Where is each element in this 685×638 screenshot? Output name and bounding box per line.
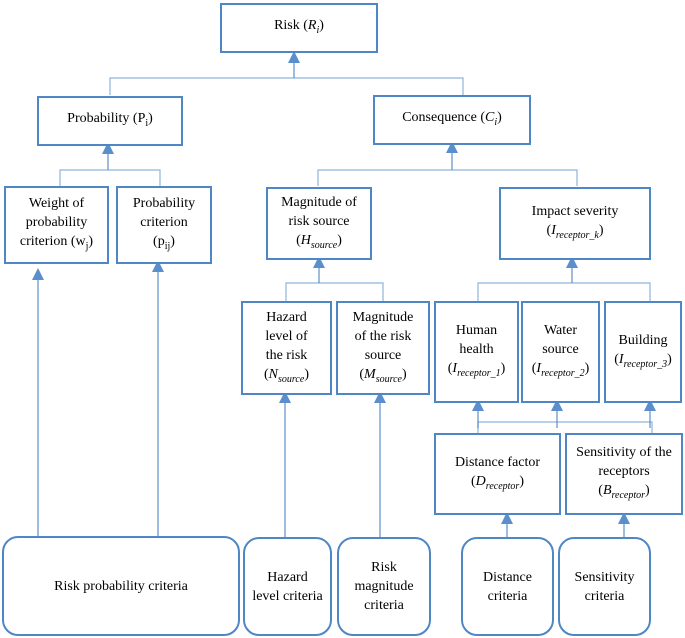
- probability-symbol: P: [137, 111, 146, 127]
- hazard-criteria-line-2: level criteria: [252, 588, 323, 604]
- distance-criteria-line-1: Distance: [483, 569, 532, 585]
- weight-symbol: w: [75, 234, 86, 250]
- distance-criteria-line-2: criteria: [487, 588, 528, 604]
- connector-to-receptors: [477, 421, 653, 433]
- risk-mag-criteria-line-3: criteria: [364, 598, 404, 613]
- magnitude-of-risk-source-node: Magnitude of risk source (Hsource): [266, 187, 372, 260]
- sensitivity-line-1: Sensitivity of the: [576, 445, 672, 461]
- prob-criterion-line-2: criterion: [140, 215, 188, 231]
- water-source-symbol-sub: receptor_2: [541, 367, 585, 379]
- consequence-symbol-sub: i: [494, 116, 498, 128]
- hazard-level-node: Hazard level of the risk (Nsource): [241, 301, 332, 395]
- human-health-symbol-sub: receptor_1: [457, 367, 501, 379]
- water-source-symbol: I: [536, 361, 542, 377]
- sensitivity-criteria-line-2: criteria: [584, 588, 625, 604]
- consequence-node: Consequence (Ci): [373, 95, 531, 145]
- building-line-1: Building: [618, 332, 668, 348]
- hazard-criteria-line-1: Hazard: [267, 569, 308, 585]
- distance-factor-node: Distance factor (Dreceptor): [434, 433, 561, 515]
- connector-to-probability: [59, 169, 161, 186]
- distance-criteria-node: Distance criteria: [461, 537, 554, 636]
- risk-node: Risk (Ri): [220, 3, 378, 53]
- impact-symbol: I: [551, 223, 556, 239]
- magnitude-symbol-sub: source: [310, 239, 338, 251]
- hazard-level-criteria-node: Hazard level criteria: [243, 537, 332, 636]
- consequence-symbol: C: [485, 110, 495, 126]
- magnitude-symbol: H: [300, 232, 311, 248]
- risk-mag-criteria-line-1: Risk: [371, 560, 397, 575]
- human-health-line-2: health: [459, 342, 494, 358]
- prob-criterion-symbol: p: [157, 234, 165, 250]
- impact-line-1: Impact severity: [531, 204, 619, 220]
- risk-mag-criteria-line-2: magnitude: [354, 579, 414, 594]
- weight-line-1: Weight of: [28, 196, 85, 212]
- water-source-line-2: source: [542, 342, 579, 358]
- hazard-level-line-2: level of: [265, 328, 308, 344]
- building-symbol: I: [618, 351, 624, 367]
- hazard-level-symbol: N: [268, 366, 279, 382]
- sensitivity-line-2: receptors: [598, 464, 650, 480]
- connector-to-consequence: [317, 169, 578, 186]
- hazard-level-line-1: Hazard: [266, 309, 307, 325]
- sensitivity-criteria-node: Sensitivity criteria: [558, 537, 651, 636]
- risk-magnitude-criteria-node: Risk magnitude criteria: [337, 537, 431, 636]
- building-symbol-sub: receptor_3: [623, 358, 668, 370]
- hazard-level-symbol-sub: source: [278, 373, 305, 385]
- mag-risk-source-line-2: of the risk: [354, 328, 412, 344]
- weight-line-3: criterion: [19, 234, 68, 250]
- impact-symbol-sub: receptor_k: [555, 229, 599, 241]
- human-health-line-1: Human: [455, 323, 498, 339]
- water-source-line-1: Water: [543, 323, 578, 339]
- risk-label: Risk: [274, 18, 300, 34]
- magnitude-line-1: Magnitude of: [281, 194, 357, 210]
- magnitude-line-2: risk source: [288, 213, 350, 229]
- risk-probability-criteria-node: Risk probability criteria: [2, 536, 240, 636]
- consequence-label: Consequence: [402, 110, 477, 126]
- risk-symbol: R: [307, 18, 317, 34]
- distance-factor-symbol-sub: receptor: [485, 480, 520, 492]
- prob-criterion-line-1: Probability: [132, 196, 196, 212]
- connector-to-impact: [477, 282, 651, 301]
- sensitivity-symbol: B: [602, 483, 612, 499]
- probability-criterion-node: Probability criterion (pij): [116, 186, 212, 264]
- building-node: Building (Ireceptor_3): [604, 301, 682, 403]
- water-source-node: Water source (Ireceptor_2): [521, 301, 600, 403]
- distance-factor-line-1: Distance factor: [454, 454, 541, 470]
- risk-prob-criteria-line-1: Risk probability criteria: [54, 578, 188, 594]
- distance-factor-symbol: D: [475, 473, 486, 489]
- sensitivity-symbol-sub: receptor: [611, 489, 646, 501]
- mag-risk-source-symbol-sub: source: [375, 373, 402, 385]
- probability-symbol-sub: i: [145, 117, 149, 129]
- mag-risk-source-line-3: source: [364, 347, 402, 363]
- weight-line-2: probability: [25, 215, 88, 231]
- probability-node: Probability (Pi): [37, 96, 183, 146]
- human-health-node: Human health (Ireceptor_1): [434, 301, 519, 403]
- probability-label: Probability: [67, 111, 130, 127]
- mag-risk-source-line-1: Magnitude: [352, 309, 414, 325]
- mag-risk-source-symbol: M: [364, 366, 376, 382]
- impact-severity-node: Impact severity (Ireceptor_k): [499, 187, 651, 260]
- weight-of-probability-criterion-node: Weight of probability criterion (wj): [4, 186, 109, 264]
- connector-prob-to-risk: [109, 77, 464, 95]
- sensitivity-criteria-line-1: Sensitivity: [574, 569, 635, 585]
- risk-symbol-sub: i: [316, 24, 320, 36]
- magnitude-of-the-risk-source-node: Magnitude of the risk source (Msource): [336, 301, 430, 395]
- connector-to-magnitude: [285, 282, 384, 301]
- hazard-level-line-3: the risk: [265, 347, 308, 363]
- weight-symbol-sub: j: [85, 240, 89, 252]
- prob-criterion-symbol-sub: ij: [164, 240, 171, 252]
- sensitivity-of-receptors-node: Sensitivity of the receptors (Breceptor): [565, 433, 683, 515]
- human-health-symbol: I: [452, 361, 458, 377]
